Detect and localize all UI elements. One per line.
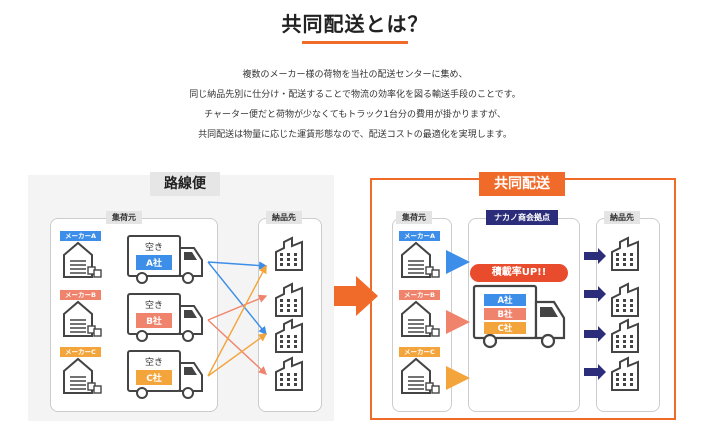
right-destination-buildings [611, 236, 639, 391]
big-arrow-icon [334, 276, 378, 316]
right-warehouse-2 [401, 357, 440, 394]
deliver-arrow-icon [584, 286, 606, 302]
cargo-company-text: C社 [146, 372, 162, 384]
left-truck-1: 空き B社 [127, 293, 203, 342]
right-building-3 [611, 356, 639, 391]
page-title: 共同配送とは？ [281, 12, 429, 36]
left-warehouse-1 [63, 300, 102, 337]
right-route-arrows [446, 248, 606, 390]
route-arrow [207, 261, 267, 336]
joint-delivery-tag: 共同配送 [479, 172, 565, 196]
cargo-empty-text: 空き [145, 299, 163, 311]
right-warehouse-1 [401, 300, 440, 337]
left-building-1 [275, 282, 303, 317]
left-dest-label: 納品先 [266, 211, 302, 224]
right-building-2 [611, 318, 639, 353]
left-warehouse-0 [63, 241, 102, 278]
left-warehouses [63, 241, 102, 394]
hub-company-text: B社 [498, 309, 513, 320]
cargo-empty-text: 空き [145, 241, 163, 253]
route-arrow [207, 319, 268, 375]
cargo-company-text: A社 [146, 257, 162, 269]
right-maker-a-label: メーカーA [399, 231, 441, 241]
left-truck-0: 空き A社 [127, 235, 203, 284]
route-arrow [207, 333, 268, 377]
description-line-1: 複数のメーカー様の荷物を当社の配送センターに集め、 [242, 70, 468, 80]
deliver-arrow-icon [584, 326, 606, 342]
left-building-0 [275, 236, 303, 271]
left-maker-a-label: メーカーA [60, 231, 102, 241]
right-building-0 [611, 236, 639, 271]
route-arrow [207, 261, 268, 270]
load-up-badge: 積載率UP!! [470, 264, 568, 282]
hub-company-text: C社 [498, 323, 513, 334]
right-warehouses [401, 241, 440, 394]
right-origin-label: 集荷元 [396, 211, 432, 224]
title-underline [302, 41, 408, 44]
route-arrow [207, 294, 268, 321]
right-warehouse-0 [401, 241, 440, 278]
cargo-empty-text: 空き [145, 356, 163, 368]
route-arrow [207, 264, 267, 377]
left-origin-label: 集荷元 [106, 211, 142, 224]
right-maker-c-label: メーカーC [399, 347, 440, 357]
hub-company-text: A社 [497, 295, 513, 306]
deliver-arrow-icon [584, 364, 606, 380]
left-truck-2: 空き C社 [127, 350, 203, 399]
left-maker-c-label: メーカーC [60, 347, 101, 357]
left-warehouse-2 [63, 357, 102, 394]
description-line-3: チャーター便だと荷物が少なくてもトラック1台分の費用が掛かりますが、 [204, 110, 506, 120]
left-destination-buildings [275, 236, 303, 391]
hub-truck: A社 B社 C社 [472, 284, 566, 349]
cargo-company-text: B社 [146, 315, 162, 327]
right-dest-label: 納品先 [604, 211, 640, 224]
left-route-arrows [207, 261, 268, 377]
hub-label: ナカノ商会拠点 [486, 210, 558, 225]
description-line-2: 同じ納品先別に仕分け・配送することで物流の効率化を図る輸送手段のことです。 [189, 90, 521, 100]
left-building-3 [275, 356, 303, 391]
right-maker-b-label: メーカーB [399, 290, 440, 300]
right-building-1 [611, 282, 639, 317]
left-building-2 [275, 318, 303, 353]
deliver-arrow-icon [584, 248, 606, 264]
description-line-4: 共同配送は物量に応じた運賃形態なので、配送コストの最適化を実現します。 [198, 130, 512, 140]
left-maker-b-label: メーカーB [60, 290, 101, 300]
route-delivery-tag: 路線便 [150, 172, 220, 196]
